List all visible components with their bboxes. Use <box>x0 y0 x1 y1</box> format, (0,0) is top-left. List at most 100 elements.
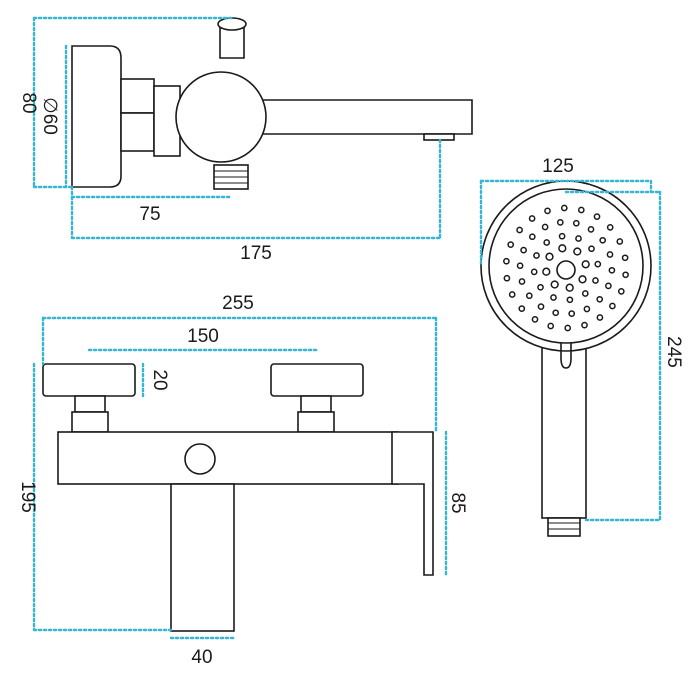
shower-nozzle <box>606 224 614 231</box>
connector-thread-lines <box>548 522 580 530</box>
mixer-body <box>57 431 399 485</box>
shower-handle <box>541 339 587 519</box>
dimension-lines <box>32 16 662 640</box>
shower-connector <box>547 517 581 537</box>
shower-nozzle <box>552 309 560 317</box>
outlet-label: 40 <box>191 647 212 668</box>
diverter-knob <box>217 17 247 31</box>
right-handle-stem-bottom <box>297 411 335 433</box>
shower-nozzle <box>556 219 564 226</box>
shower-nozzle <box>516 262 524 270</box>
spout <box>254 99 473 135</box>
shower-nozzle <box>609 302 616 310</box>
handle-spacing-label: 150 <box>187 326 219 347</box>
side-length-label: 175 <box>240 243 272 264</box>
shower-nozzle <box>608 266 616 274</box>
shower-nozzle <box>558 244 567 253</box>
side-diameter-label: ∅60 <box>39 97 60 135</box>
side-view <box>71 17 473 190</box>
shower-nozzle <box>530 268 538 276</box>
diverter-stem <box>219 27 245 59</box>
shower-nozzle <box>516 226 523 234</box>
shower-nozzle <box>593 213 601 220</box>
shower-nozzle <box>558 232 566 240</box>
shower-nozzle <box>550 294 557 301</box>
shower-nozzle <box>588 245 595 253</box>
shower-nozzle <box>568 310 576 317</box>
shower-nozzle <box>592 277 599 284</box>
shower-nozzle <box>528 215 536 222</box>
spout-outlet <box>423 133 455 141</box>
shower-nozzle <box>617 288 625 295</box>
right-handle-stem-top <box>300 395 332 413</box>
left-handle-stem-bottom <box>71 411 109 433</box>
shower-nozzle <box>518 305 526 312</box>
shower-nozzle <box>577 206 585 214</box>
lever-label: 85 <box>447 492 468 513</box>
shower-nozzle <box>544 207 551 215</box>
wall-plate <box>71 45 122 188</box>
shower-nozzle <box>573 247 582 256</box>
shower-nozzle <box>503 274 511 282</box>
shower-nozzle <box>622 271 629 279</box>
lever <box>391 431 434 576</box>
shower-nozzle <box>507 241 515 248</box>
shower-nozzle <box>541 223 549 231</box>
shower-nozzle <box>560 204 568 212</box>
hand-shower <box>480 180 652 537</box>
shower-nozzle <box>583 305 591 313</box>
right-handle <box>270 363 364 397</box>
side-depth-label: 75 <box>139 204 160 225</box>
shower-diameter-label: 125 <box>542 156 574 177</box>
side-height-label: 80 <box>18 92 39 113</box>
shower-nozzle <box>587 226 595 233</box>
shower-head-inner <box>488 188 644 344</box>
shower-nozzle <box>531 316 539 323</box>
handle-thickness-label: 20 <box>149 369 170 390</box>
shower-nozzle <box>537 283 544 291</box>
bath-outlet <box>170 483 235 632</box>
shower-nozzle <box>518 278 526 285</box>
shower-nozzle <box>528 233 536 241</box>
shower-nozzles <box>503 204 629 332</box>
shower-nozzle <box>581 290 589 297</box>
shower-nozzle <box>606 251 614 258</box>
shower-nozzle <box>564 324 572 332</box>
shower-nozzle <box>547 322 555 330</box>
shower-nozzle <box>596 295 604 303</box>
shower-nozzle <box>545 252 554 261</box>
front-view <box>42 363 434 632</box>
shower-nozzle <box>594 260 602 268</box>
shower-nozzle <box>581 260 590 269</box>
dimension-labels: 80 ∅60 75 175 255 150 20 195 85 40 125 2… <box>17 92 684 668</box>
shower-nozzle <box>566 296 574 304</box>
shower-nozzle <box>599 236 607 244</box>
shower-nozzle <box>578 275 587 284</box>
shower-nozzle <box>525 292 533 300</box>
front-height-label: 195 <box>17 481 38 513</box>
shower-nozzle <box>542 267 551 276</box>
shower-length-label: 245 <box>663 336 684 368</box>
front-width-label: 255 <box>222 293 254 314</box>
shower-nozzle <box>533 252 540 259</box>
shower-clip <box>560 343 572 369</box>
shower-nozzle <box>616 238 624 245</box>
shower-nozzle <box>581 321 588 329</box>
shower-nozzle <box>596 314 604 321</box>
shower-nozzle <box>621 254 629 262</box>
mixer-body-circle <box>175 71 267 163</box>
shower-nozzle <box>503 257 510 265</box>
left-handle <box>42 363 136 397</box>
shower-nozzle <box>575 235 582 242</box>
left-handle-stem-top <box>74 395 106 413</box>
shower-nozzle <box>543 239 551 246</box>
shower-nozzle <box>605 282 612 290</box>
shower-nozzle <box>508 291 516 298</box>
thread-lines <box>214 170 248 184</box>
connector-upper <box>120 78 155 114</box>
connector-lower <box>120 112 155 152</box>
shower-nozzle <box>537 303 545 310</box>
shower-head-center <box>556 260 576 280</box>
